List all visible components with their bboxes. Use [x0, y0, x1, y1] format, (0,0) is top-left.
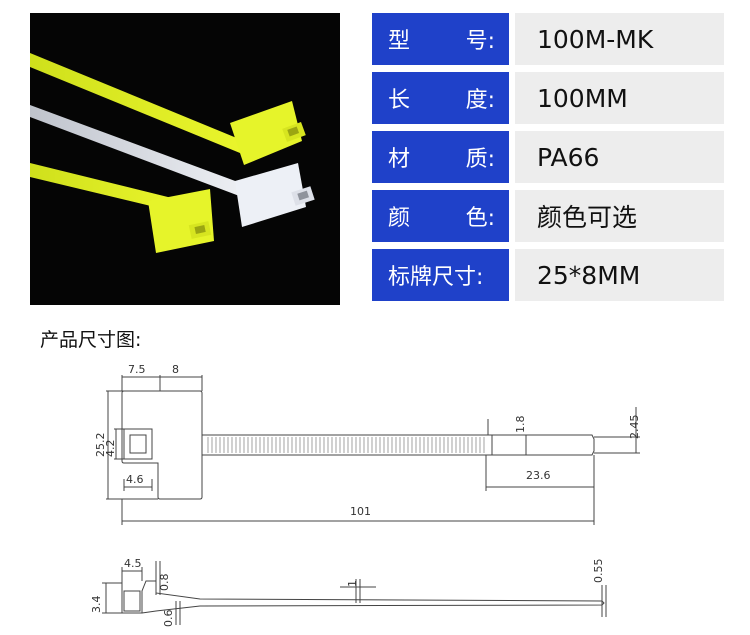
dim-label-0-8: 0.8: [158, 574, 171, 592]
dim-055: [601, 585, 607, 617]
dim-label-101: 101: [350, 505, 371, 518]
dim-label-23-6: 23.6: [526, 469, 551, 482]
spec-label-char: 质:: [465, 147, 495, 172]
product-photo: [30, 13, 340, 305]
dimension-drawing: 7.5 8 25.2 4.2 4.6 1.8 2.45 23.6 101 4.5…: [90, 363, 641, 628]
dim-label-3-4: 3.4: [90, 596, 103, 614]
strap-tail: [488, 434, 595, 456]
spec-value-material: PA66: [515, 131, 724, 183]
spec-row-model: 型 号: 100M-MK: [372, 13, 724, 65]
dim-label-7-5: 7.5: [128, 363, 146, 376]
white-cable-tie: [30, 105, 315, 227]
dim-1: [340, 579, 376, 603]
spec-row-tag-size: 标牌尺寸: 25*8MM: [372, 249, 724, 301]
side-head: [123, 590, 141, 612]
spec-row-color: 颜 色: 颜色可选: [372, 190, 724, 242]
dim-42: [114, 428, 124, 460]
spec-label-char: 色:: [465, 206, 495, 231]
dim-101: [121, 455, 595, 525]
dim-label-1: 1: [346, 580, 359, 587]
spec-label-char: 度:: [465, 88, 495, 113]
dim-label-1-8: 1.8: [514, 416, 527, 434]
spec-label-tag-size: 标牌尺寸:: [372, 249, 509, 301]
side-outline: [121, 580, 605, 614]
dim-label-2-45: 2.45: [628, 415, 641, 440]
spec-label-model: 型 号:: [372, 13, 509, 65]
section-title: 产品尺寸图:: [40, 329, 142, 351]
spec-value-tag-size: 25*8MM: [515, 249, 724, 301]
spec-label-char: 号:: [465, 29, 495, 54]
dim-label-4-6: 4.6: [126, 473, 144, 486]
spec-label-char: 长: [388, 88, 411, 113]
spec-value-model: 100M-MK: [515, 13, 724, 65]
spec-value-length: 100MM: [515, 72, 724, 124]
dim-46: [123, 479, 153, 491]
dim-34: [102, 582, 122, 614]
dim-252: [106, 390, 158, 500]
spec-label-material: 材 质:: [372, 131, 509, 183]
spec-label-color: 颜 色:: [372, 190, 509, 242]
dim-label-4-2: 4.2: [104, 440, 117, 458]
dim-label-0-55: 0.55: [592, 559, 605, 584]
head-slot: [129, 434, 147, 454]
yellow-cable-tie-top: [30, 53, 306, 165]
dim-label-25-2: 25.2: [94, 433, 107, 458]
head-outline: [123, 428, 153, 460]
spec-label-char: 型: [388, 29, 411, 54]
spec-row-length: 长 度: 100MM: [372, 72, 724, 124]
dim-06: [175, 601, 181, 625]
dim-08: [155, 561, 161, 595]
spec-row-material: 材 质: PA66: [372, 131, 724, 183]
dim-236: [485, 455, 594, 491]
tag-outline: [121, 390, 203, 500]
strap-teeth: [207, 437, 485, 453]
strap-outline: [202, 434, 488, 456]
spec-label-char: 颜: [388, 206, 411, 231]
dim-top: [121, 375, 203, 391]
dim-label-0-6: 0.6: [162, 610, 175, 628]
spec-value-color: 颜色可选: [515, 190, 724, 242]
dim-245: [594, 407, 640, 454]
dim-label-8: 8: [172, 363, 179, 376]
spec-label-char: 材: [388, 147, 411, 172]
dim-45: [121, 567, 143, 583]
yellow-cable-tie-bottom: [30, 163, 214, 253]
dim-label-4-5: 4.5: [124, 557, 142, 570]
spec-label-length: 长 度:: [372, 72, 509, 124]
dim-18: [487, 419, 527, 455]
